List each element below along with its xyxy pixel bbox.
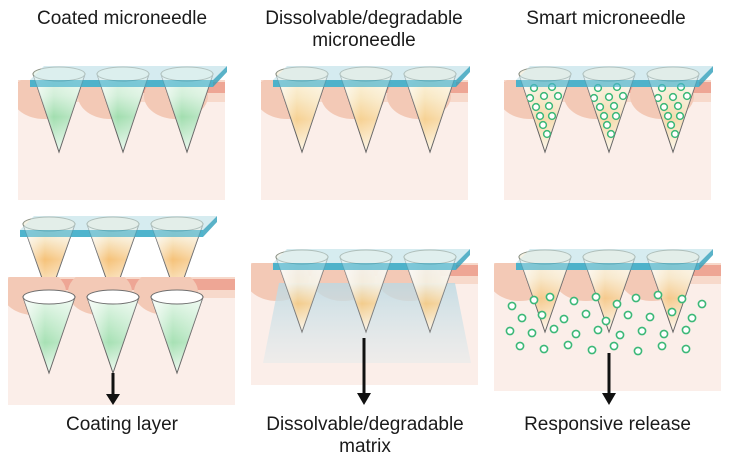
smart-release-svg — [494, 249, 721, 405]
annotation-arrow-coating — [106, 373, 120, 405]
patch-overlay — [273, 66, 470, 80]
patch-side-edge — [456, 249, 470, 270]
patch-overlay — [273, 249, 470, 263]
patch-side-edge — [213, 66, 227, 87]
released-carriers — [505, 290, 707, 356]
caption-responsive-release: Responsive release — [490, 414, 725, 436]
patch-front-edge-overlay — [30, 80, 213, 87]
title-text-dissolvable-line2: microneedle — [312, 30, 416, 51]
title-text-smart: Smart microneedle — [526, 8, 686, 29]
panel-coated-inserted — [0, 60, 243, 200]
caption-text-matrix-line1: Dissolvable/degradable — [266, 414, 464, 435]
panel-title-smart: Smart microneedle — [490, 8, 722, 30]
patch-side-edge — [456, 66, 470, 87]
caption-text-coating-layer: Coating layer — [66, 414, 178, 435]
needle-array — [518, 66, 700, 154]
caption-text-matrix-line2: matrix — [339, 436, 391, 457]
patch-front-edge-overlay — [516, 263, 699, 270]
panel-dissolvable-dissolving — [243, 205, 486, 405]
coating-rim — [22, 289, 76, 305]
annotation-arrow-release — [602, 353, 616, 405]
panel-smart-release — [486, 205, 729, 405]
coating-rim — [150, 289, 204, 305]
patch-side-edge — [699, 249, 713, 270]
smart-inserted-svg — [504, 66, 713, 200]
needle — [646, 66, 700, 154]
caption-text-responsive-release: Responsive release — [524, 414, 691, 435]
coating-layer-array — [22, 289, 204, 375]
patch-side-edge — [203, 216, 217, 237]
patch-front-edge-overlay — [273, 263, 456, 270]
coated-withdrawn-svg — [8, 216, 235, 405]
patch-overlay — [20, 216, 217, 230]
drug-carriers — [589, 82, 628, 139]
patch-overlay — [516, 66, 713, 80]
panel-dissolvable-inserted — [243, 60, 486, 200]
panel-title-coated: Coated microneedle — [6, 8, 238, 30]
coating-rim — [86, 289, 140, 305]
caption-dissolvable-matrix: Dissolvable/degradable matrix — [246, 414, 484, 458]
needle-array-releasing — [518, 249, 700, 334]
coating-layer — [150, 289, 204, 375]
coated-inserted-svg — [18, 66, 227, 200]
title-text-coated: Coated microneedle — [36, 8, 208, 29]
panel-smart-inserted — [486, 60, 729, 200]
patch-front-edge-overlay — [273, 80, 456, 87]
dissolvable-dissolving-svg — [251, 249, 478, 405]
coating-layer — [22, 289, 76, 375]
coating-layer — [86, 289, 140, 375]
caption-coating-layer: Coating layer — [6, 414, 238, 436]
panel-title-dissolvable: Dissolvable/degradable microneedle — [248, 8, 480, 52]
patch-overlay — [30, 66, 227, 80]
dissolvable-inserted-svg — [261, 66, 470, 200]
title-text-dissolvable-line1: Dissolvable/degradable — [265, 8, 463, 29]
patch-front-edge-overlay — [516, 80, 699, 87]
patch-front-edge-overlay — [20, 230, 203, 237]
patch-overlay — [516, 249, 713, 263]
panel-coated-withdrawn — [0, 205, 243, 405]
annotation-arrow-matrix — [357, 338, 371, 405]
patch-side-edge — [699, 66, 713, 87]
